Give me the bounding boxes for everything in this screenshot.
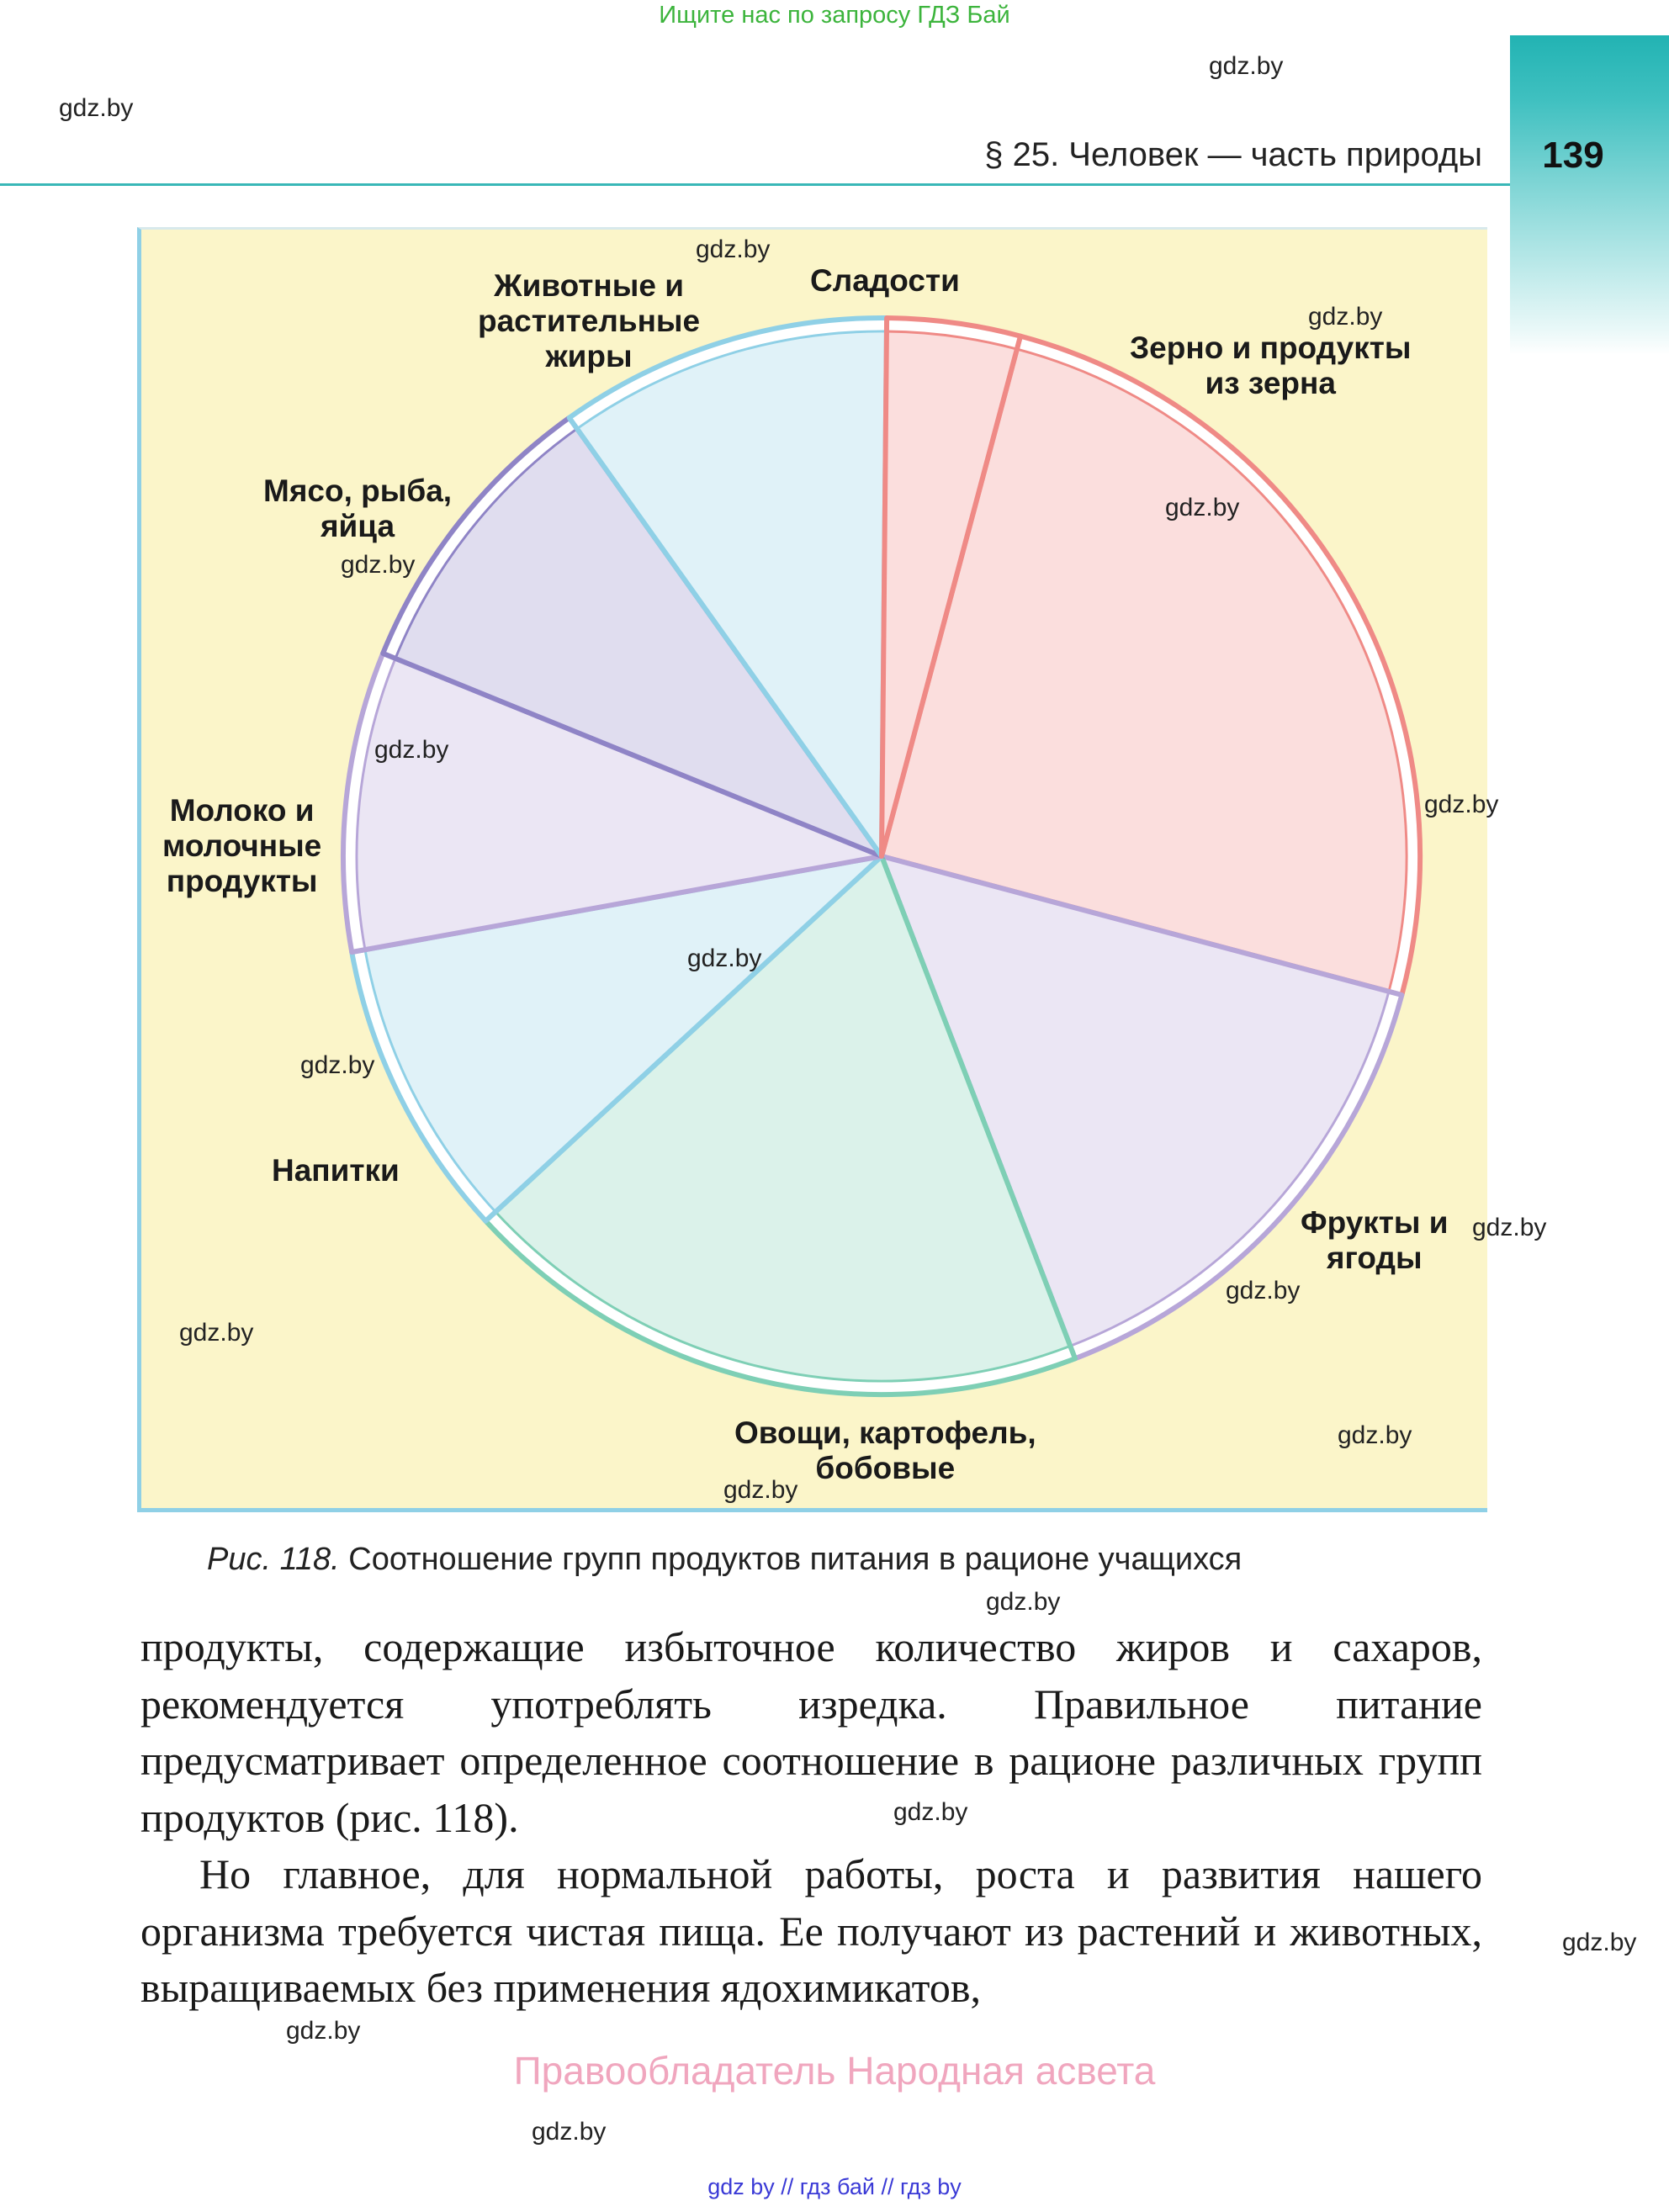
food-pie-chart	[341, 315, 1423, 1398]
label-fruits: Фрукты и ягоды	[1301, 1205, 1449, 1275]
watermark: gdz.by	[300, 1051, 375, 1079]
watermark: gdz.by	[1338, 1421, 1412, 1449]
watermark: gdz.by	[986, 1588, 1061, 1616]
pie-segment-dairy	[341, 650, 887, 955]
watermark: gdz.by	[341, 551, 416, 579]
figure-caption: Рис. 118. Соотношение групп продуктов пи…	[207, 1542, 1242, 1578]
label-drinks: Напитки	[272, 1153, 400, 1188]
label-grain: Зерно и продукты из зерна	[1130, 331, 1412, 400]
watermark: gdz.by	[374, 736, 449, 764]
pie-segment-vegetables	[483, 854, 1078, 1398]
watermark: gdz.by	[723, 1476, 798, 1504]
watermark: gdz.by	[1472, 1214, 1547, 1241]
watermark: gdz.by	[532, 2118, 607, 2146]
pie-segment-fats	[566, 315, 890, 860]
food-pie-figure: Зерно и продукты из зерна Фрукты и ягоды…	[137, 227, 1487, 1512]
page-number: 139	[1542, 135, 1604, 176]
watermark: gdz.by	[1562, 1929, 1637, 1956]
watermark: gdz.by	[687, 945, 762, 972]
footer-links: gdz by // гдз бай // гдз by	[707, 2174, 962, 2199]
watermark: gdz.by	[1209, 52, 1284, 80]
pie-segment-sweets	[879, 315, 1023, 859]
pie-segment-drinks	[349, 854, 886, 1224]
watermark: gdz.by	[286, 2017, 361, 2045]
body-paragraph-1: продукты, содержащие избыточное количест…	[140, 1623, 1482, 1841]
watermark: gdz.by	[59, 94, 134, 122]
label-sweets: Сладости	[810, 263, 960, 298]
rights-notice: Правообладатель Народная асвета	[513, 2049, 1156, 2093]
top-notice: Ищите нас по запросу ГДЗ Бай	[659, 2, 1010, 29]
watermark: gdz.by	[696, 235, 771, 263]
label-dairy: Молоко и молочные продукты	[162, 793, 322, 898]
body-paragraph-2: Но главное, для нормальной работы, роста…	[140, 1850, 1482, 2011]
pie-segment-grain	[879, 333, 1423, 998]
pie-segment-meat	[380, 415, 886, 860]
watermark: gdz.by	[179, 1319, 254, 1347]
label-meat: Мясо, рыба, яйца	[263, 474, 453, 543]
page-corner-tab	[1510, 35, 1669, 355]
label-vegetables: Овощи, картофель, бобовые	[734, 1416, 1036, 1485]
watermark: gdz.by	[1424, 791, 1499, 818]
running-head: § 25. Человек — часть природы	[984, 136, 1482, 173]
figure-number: Рис. 118.	[207, 1542, 340, 1577]
header-rule	[0, 183, 1510, 186]
figure-caption-text: Соотношение групп продуктов питания в ра…	[339, 1542, 1242, 1577]
watermark: gdz.by	[893, 1798, 968, 1826]
label-fats: Животные и растительные жиры	[478, 268, 701, 373]
watermark: gdz.by	[1308, 303, 1383, 331]
watermark: gdz.by	[1226, 1277, 1301, 1304]
watermark: gdz.by	[1165, 494, 1240, 521]
pie-segment-fruits	[879, 854, 1405, 1362]
